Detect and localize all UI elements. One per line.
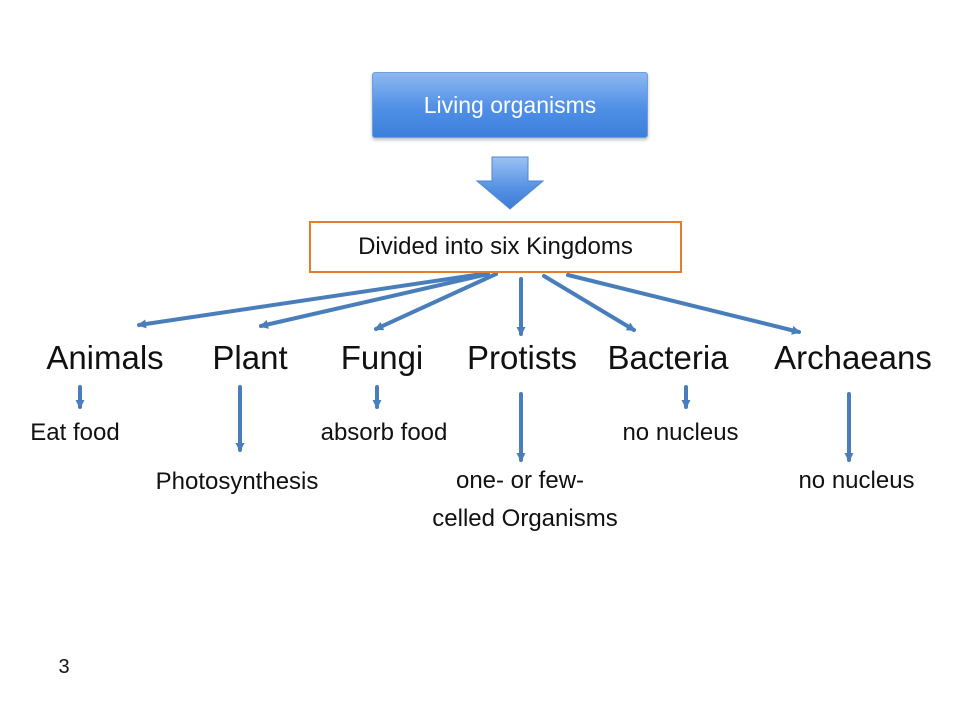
kingdom-animals: Animals [46, 339, 164, 376]
kingdom-protists: Protists [466, 339, 578, 376]
arrow-to-animals [137, 272, 484, 329]
root-node-living-organisms: Living organisms [372, 72, 648, 138]
kingdom-bacteria: Bacteria [607, 339, 729, 376]
trait-archaeans: no nucleus [798, 467, 915, 494]
division-node: Divided into six Kingdoms [309, 221, 682, 273]
arrow-to-fungi [374, 272, 498, 331]
kingdom-fungi: Fungi [340, 339, 424, 376]
arrow-to-archaeans [566, 273, 801, 335]
down-block-arrow-icon [475, 156, 545, 210]
kingdom-archaeans: Archaeans [774, 339, 932, 376]
arrow-to-bacteria [542, 274, 636, 332]
trait-bacteria: no nucleus [622, 419, 739, 446]
trait-protists-line2: celled Organisms [432, 505, 618, 532]
kingdom-plant: Plant [212, 339, 288, 376]
page-number: 3 [58, 656, 70, 678]
division-node-label: Divided into six Kingdoms [358, 233, 633, 260]
trait-fungi: absorb food [320, 419, 448, 446]
trait-protists-line1: one- or few- [455, 467, 585, 494]
trait-plant: Photosynthesis [155, 468, 319, 495]
root-node-label: Living organisms [423, 91, 597, 118]
trait-animals: Eat food [30, 419, 120, 446]
arrow-to-plant [259, 272, 490, 329]
